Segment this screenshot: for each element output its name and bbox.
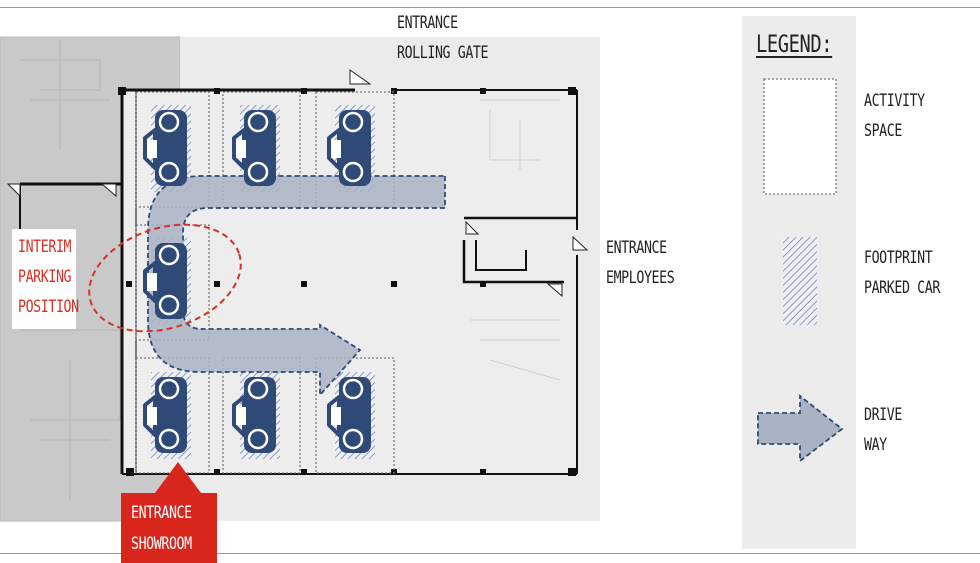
door-swing-icon — [546, 283, 563, 298]
legend-driveway-label: DRIVE WAY — [864, 405, 902, 455]
bottom-rule — [0, 553, 980, 554]
legend-activity-label: ACTIVITY SPACE — [864, 91, 925, 141]
interim-parking-label: INTERIM PARKING POSITION — [18, 237, 79, 317]
door-swing-icon — [100, 183, 117, 198]
driveway-arrow — [147, 175, 446, 398]
entrance-employees-label: ENTRANCE EMPLOYEES — [606, 238, 675, 288]
door-swing-icon — [572, 235, 589, 251]
legend-title: LEGEND: — [756, 30, 833, 58]
arrow-right-icon — [757, 394, 844, 463]
door-swing-icon — [6, 183, 21, 198]
activity-space — [315, 357, 395, 474]
interim-ellipse — [88, 223, 242, 333]
entrance-showroom-box — [121, 493, 217, 563]
showroom-pointer — [155, 462, 201, 493]
entrance-showroom-label: ENTRANCE SHOWROOM — [131, 503, 192, 554]
entrance-rolling-gate-label: ENTRANCE ROLLING GATE — [397, 13, 489, 63]
legend-footprint-swatch — [783, 237, 817, 325]
legend-footprint-label: FOOTPRINT PARKED CAR — [864, 248, 940, 298]
interim-label-box — [12, 229, 76, 329]
top-rule — [0, 7, 980, 8]
door-swing-icon — [465, 220, 480, 235]
legend-activity-swatch — [763, 78, 837, 195]
door-swing-icon — [349, 69, 372, 85]
